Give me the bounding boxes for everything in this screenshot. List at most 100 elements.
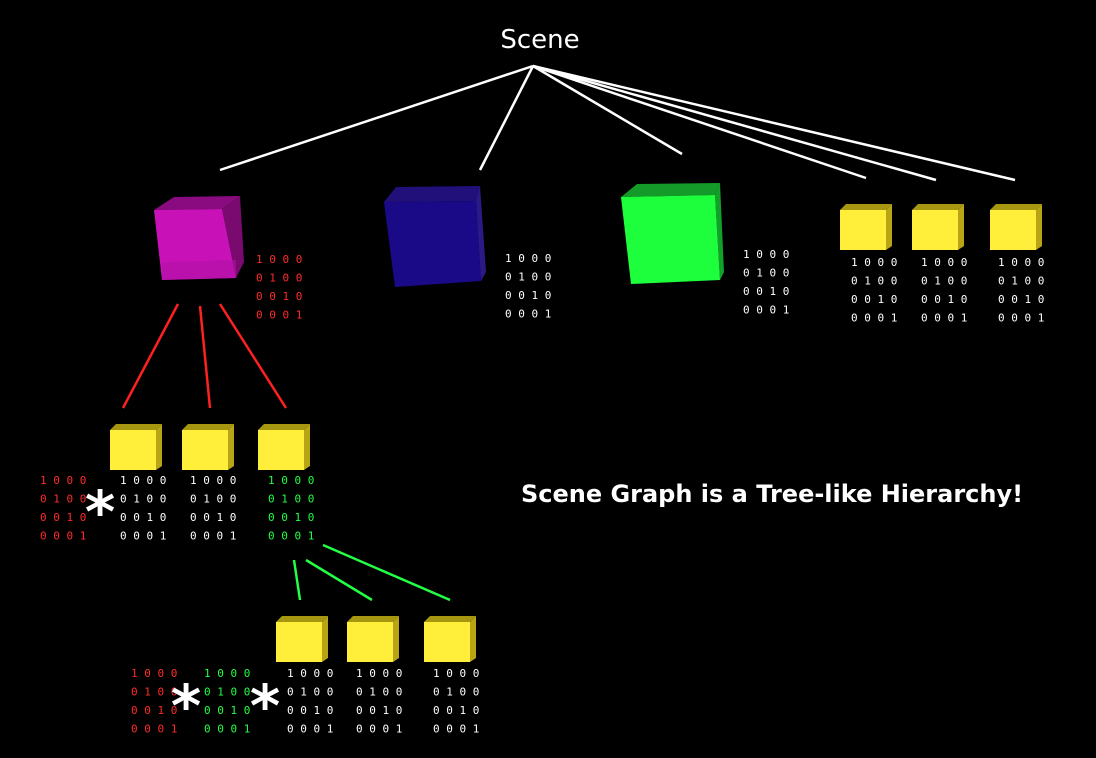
matrix-row: 0 1 0 0 bbox=[120, 493, 166, 506]
yellow-cube-grandchild-3 bbox=[424, 616, 476, 662]
matrix-grand-parent-green: 1 0 0 0 0 1 0 0 0 0 1 0 0 0 0 1 bbox=[204, 667, 250, 736]
matrix-row: 0 0 1 0 bbox=[204, 704, 250, 717]
edge-magenta-child-3 bbox=[218, 303, 288, 409]
matrix-row: 0 0 1 0 bbox=[505, 289, 551, 302]
edge-root-green bbox=[532, 64, 683, 156]
matrix-row: 1 0 0 0 bbox=[120, 474, 166, 487]
matrix-row: 0 1 0 0 bbox=[743, 267, 789, 280]
matrix-row: 0 1 0 0 bbox=[433, 686, 479, 699]
blue-cube bbox=[384, 186, 486, 287]
matrix-row: 0 0 1 0 bbox=[356, 704, 402, 717]
matrix-row: 0 0 1 0 bbox=[190, 511, 236, 524]
yellow-child-edges bbox=[292, 543, 451, 602]
matrix-row: 0 1 0 0 bbox=[998, 275, 1044, 288]
yellow-cube-top-3 bbox=[990, 204, 1042, 250]
matrix-row: 1 0 0 0 bbox=[131, 667, 177, 680]
matrix-row: 0 0 0 1 bbox=[287, 723, 333, 736]
matrix-row: 1 0 0 0 bbox=[851, 256, 897, 269]
multiply-symbol-2: * bbox=[171, 672, 201, 740]
matrix-child-parent-red: 1 0 0 0 0 1 0 0 0 0 1 0 0 0 0 1 bbox=[40, 474, 86, 543]
matrix-row: 0 1 0 0 bbox=[921, 275, 967, 288]
matrix-row: 0 0 1 0 bbox=[131, 704, 177, 717]
matrix-row: 1 0 0 0 bbox=[256, 253, 302, 266]
matrix-magenta: 1 0 0 0 0 1 0 0 0 0 1 0 0 0 0 1 bbox=[256, 253, 302, 322]
matrix-row: 0 0 0 1 bbox=[743, 304, 789, 317]
matrix-row: 0 1 0 0 bbox=[40, 493, 86, 506]
matrix-row: 1 0 0 0 bbox=[40, 474, 86, 487]
matrix-row: 0 0 0 1 bbox=[131, 723, 177, 736]
matrix-row: 1 0 0 0 bbox=[921, 256, 967, 269]
matrix-row: 0 1 0 0 bbox=[287, 686, 333, 699]
matrix-row: 0 1 0 0 bbox=[256, 272, 302, 285]
matrix-yellow-top-3: 1 0 0 0 0 1 0 0 0 0 1 0 0 0 0 1 bbox=[998, 256, 1044, 325]
yellow-cube-grandchild-2 bbox=[347, 616, 399, 662]
matrix-row: 0 0 1 0 bbox=[120, 511, 166, 524]
matrix-row: 0 1 0 0 bbox=[131, 686, 177, 699]
matrix-row: 0 0 0 1 bbox=[256, 309, 302, 322]
matrix-yellow-top-2: 1 0 0 0 0 1 0 0 0 0 1 0 0 0 0 1 bbox=[921, 256, 967, 325]
matrix-green: 1 0 0 0 0 1 0 0 0 0 1 0 0 0 0 1 bbox=[743, 248, 789, 317]
edge-magenta-child-1 bbox=[121, 303, 180, 409]
yellow-cube-child-3 bbox=[258, 424, 310, 470]
matrix-row: 0 0 0 1 bbox=[998, 312, 1044, 325]
matrix-row: 0 0 0 1 bbox=[433, 723, 479, 736]
matrix-row: 0 0 1 0 bbox=[287, 704, 333, 717]
edge-root-blue bbox=[478, 65, 535, 171]
matrix-blue: 1 0 0 0 0 1 0 0 0 0 1 0 0 0 0 1 bbox=[505, 252, 551, 321]
matrix-row: 1 0 0 0 bbox=[433, 667, 479, 680]
edge-grandchild-1 bbox=[292, 559, 302, 601]
matrix-row: 1 0 0 0 bbox=[268, 474, 314, 487]
matrix-row: 0 1 0 0 bbox=[851, 275, 897, 288]
edge-grandchild-3 bbox=[322, 543, 451, 602]
edge-grandchild-2 bbox=[305, 558, 373, 602]
matrix-row: 1 0 0 0 bbox=[204, 667, 250, 680]
yellow-cube-child-2 bbox=[182, 424, 234, 470]
magenta-child-edges bbox=[121, 303, 288, 409]
matrix-child-3: 1 0 0 00 1 0 00 0 1 00 0 0 1 bbox=[268, 474, 314, 543]
edge-root-yellow-2 bbox=[532, 64, 937, 182]
matrix-row: 1 0 0 0 bbox=[743, 248, 789, 261]
matrix-row: 0 0 1 0 bbox=[433, 704, 479, 717]
matrix-grand-parent-red: 1 0 0 0 0 1 0 0 0 0 1 0 0 0 0 1 bbox=[131, 667, 177, 736]
matrix-row: 0 1 0 0 bbox=[356, 686, 402, 699]
yellow-cube-grandchild-1 bbox=[276, 616, 328, 662]
matrix-yellow-top-1: 1 0 0 0 0 1 0 0 0 0 1 0 0 0 0 1 bbox=[851, 256, 897, 325]
yellow-cube-child-1 bbox=[110, 424, 162, 470]
multiply-symbol-3: * bbox=[250, 672, 280, 740]
matrix-row: 0 0 1 0 bbox=[851, 293, 897, 306]
multiply-symbol-1: * bbox=[85, 478, 115, 546]
matrix-row: 0 0 0 1 bbox=[190, 530, 236, 543]
edge-root-magenta bbox=[219, 64, 534, 172]
matrix-row: 0 0 0 1 bbox=[40, 530, 86, 543]
matrix-row: 0 0 1 0 bbox=[268, 511, 314, 524]
matrix-row: 0 1 0 0 bbox=[204, 686, 250, 699]
matrix-row: 0 0 1 0 bbox=[256, 290, 302, 303]
matrix-child-1: 1 0 0 00 1 0 00 0 1 00 0 0 1 bbox=[120, 474, 166, 543]
matrix-row: 0 0 1 0 bbox=[743, 285, 789, 298]
magenta-cube bbox=[154, 196, 244, 280]
root-label: Scene bbox=[500, 25, 579, 55]
yellow-cube-top-1 bbox=[840, 204, 892, 250]
matrix-grandchild-2: 1 0 0 00 1 0 00 0 1 00 0 0 1 bbox=[356, 667, 402, 736]
edge-root-yellow-1 bbox=[532, 64, 867, 180]
matrix-row: 1 0 0 0 bbox=[190, 474, 236, 487]
matrix-row: 0 0 0 1 bbox=[505, 308, 551, 321]
matrix-row: 0 0 0 1 bbox=[204, 723, 250, 736]
matrix-grandchild-3: 1 0 0 0 0 1 0 0 0 0 1 0 0 0 0 1 bbox=[433, 667, 479, 736]
matrix-row: 1 0 0 0 bbox=[505, 252, 551, 265]
matrix-row: 0 0 1 0 bbox=[921, 293, 967, 306]
matrix-row: 0 1 0 0 bbox=[505, 271, 551, 284]
matrix-row: 0 0 0 1 bbox=[921, 312, 967, 325]
matrix-row: 0 0 0 1 bbox=[851, 312, 897, 325]
matrix-row: 0 0 1 0 bbox=[40, 511, 86, 524]
matrix-row: 1 0 0 0 bbox=[998, 256, 1044, 269]
matrix-row: 0 1 0 0 bbox=[268, 493, 314, 506]
edge-magenta-child-2 bbox=[198, 305, 212, 409]
matrix-row: 1 0 0 0 bbox=[356, 667, 402, 680]
matrix-grandchild-1: 1 0 0 00 1 0 00 0 1 00 0 0 1 bbox=[287, 667, 333, 736]
edge-root-yellow-3 bbox=[532, 64, 1016, 182]
matrix-row: 0 0 1 0 bbox=[998, 293, 1044, 306]
green-cube bbox=[621, 183, 724, 284]
